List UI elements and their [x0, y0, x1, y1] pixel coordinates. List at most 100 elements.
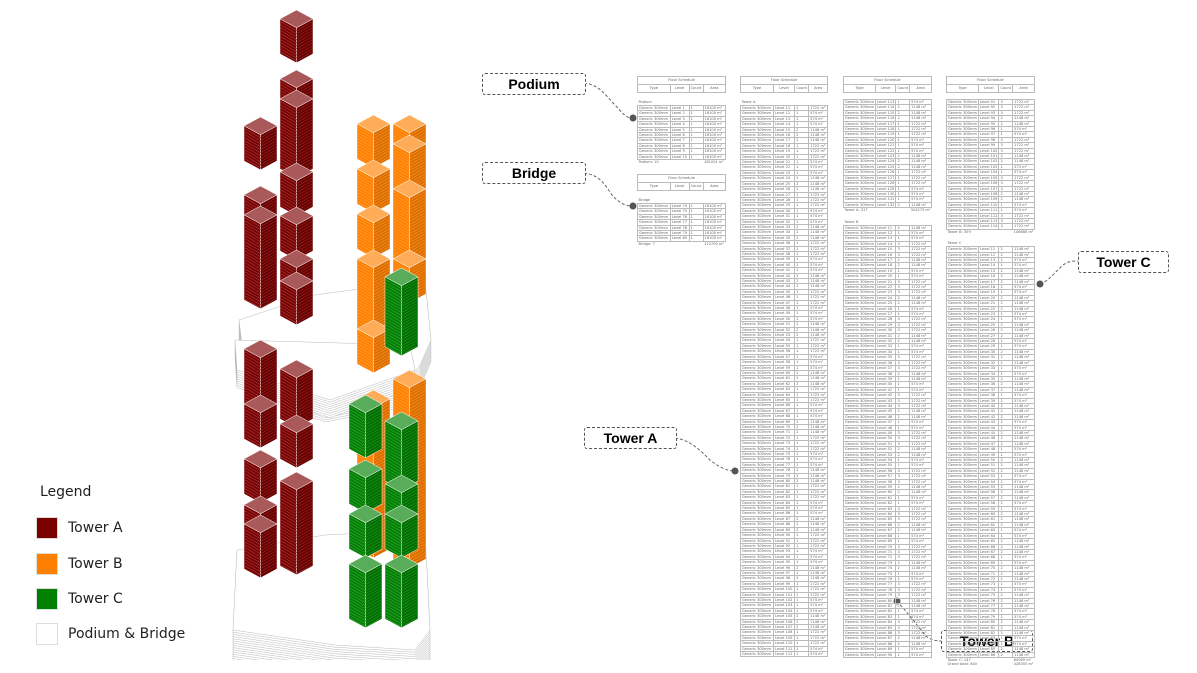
tower-a-block-floor-line	[296, 131, 313, 142]
leader-dot-podium	[629, 114, 637, 122]
tower-a-block-floor-line	[296, 489, 313, 500]
tower-a-block-floor-line	[280, 195, 297, 206]
tower-a-block-floor-line	[280, 227, 297, 238]
column-header: Type	[843, 84, 876, 93]
table-cell: Generic 300mm	[946, 256, 979, 264]
tower-c-block-floor-line	[401, 333, 418, 344]
table-cell: Generic 300mm	[946, 629, 979, 637]
table-cell: 1722 m²	[909, 240, 932, 248]
column-header: Count	[688, 182, 704, 191]
tower-b-block-floor-line	[373, 180, 390, 191]
tower-b-block-floor-line	[393, 393, 410, 404]
spacer-row	[844, 93, 932, 100]
group-label: Tower B	[844, 219, 859, 224]
tower-a-block-floor-line	[280, 189, 297, 200]
tower-c-block-floor-line	[385, 540, 402, 551]
spacer-row	[947, 93, 1035, 100]
table-cell: Level 126	[874, 169, 897, 176]
tower-a-block-floor-line	[296, 289, 313, 300]
table-cell: Level 119	[874, 131, 897, 138]
table-cell: Level 121	[874, 142, 897, 149]
table-cell: Generic 300mm	[843, 575, 876, 583]
table-cell: 1148 m²	[909, 489, 932, 496]
table-cell: 1148 m²	[808, 521, 828, 528]
tower-a-block-floor-line	[244, 541, 261, 552]
tower-c-block-floor-line	[349, 566, 366, 577]
table-cell: 1148 m²	[1012, 386, 1035, 394]
table-cell: Generic 300mm	[740, 505, 774, 512]
tower-a-block-floor-line	[280, 298, 297, 309]
tower-a-block-floor-line	[280, 242, 297, 253]
tower-a-block-floor-line	[260, 256, 277, 267]
tower-b-block-floor-line	[409, 152, 426, 163]
tower-c-block-floor-line	[401, 330, 418, 341]
tower-a-block-floor-line	[280, 122, 297, 133]
tower-b-block-floor-line	[357, 343, 374, 354]
schedule-title: Floor Schedule	[740, 76, 828, 85]
tower-c-block-floor-line	[349, 471, 366, 482]
tower-b-block-floor-line	[357, 240, 374, 251]
tower-b-block-floor-line	[357, 171, 374, 182]
table-cell: 1148 m²	[808, 126, 828, 134]
table-cell: Level 109	[772, 634, 796, 642]
tower-b-block-floor-line	[357, 189, 374, 200]
table-cell: 1722 m²	[909, 246, 932, 253]
table-cell: Level 105	[977, 174, 1000, 182]
tower-b-block-floor-line	[357, 216, 374, 227]
column-header: Type	[637, 84, 671, 93]
table-cell: Generic 300mm	[637, 142, 671, 150]
tower-c-block-floor-line	[349, 540, 366, 551]
table-cell: Generic 300mm	[740, 353, 774, 361]
tower-b-block-floor-line	[393, 405, 410, 416]
tower-c-block-floor-line	[385, 596, 402, 607]
total-area: 112700 m²	[704, 241, 724, 246]
tower-c-block-floor-line	[365, 406, 382, 417]
tower-c-block-floor-line	[401, 432, 418, 443]
tower-a-block-floor-line	[280, 218, 297, 229]
table-cell: Generic 300mm	[740, 375, 774, 382]
tower-c-block-floor-line	[401, 540, 418, 551]
table-cell: 1722 m²	[808, 532, 828, 539]
table-cell: 1722 m²	[909, 467, 932, 475]
legend-label-tower-c: Tower C	[68, 591, 123, 607]
tower-a-block-floor-line	[296, 407, 313, 418]
tower-c-block-floor-line	[401, 486, 418, 497]
tower-c-block-floor-line	[365, 599, 382, 610]
tower-b-block-floor-line	[409, 261, 426, 272]
tower-b-block-floor-line	[357, 270, 374, 281]
table-cell: 1148 m²	[1012, 120, 1035, 128]
tower-c-block-floor-line	[401, 546, 418, 557]
table-cell: 1722 m²	[808, 202, 828, 209]
table-cell: 1148 m²	[1012, 521, 1035, 529]
table-cell: Generic 300mm	[843, 494, 876, 502]
tower-c-block-floor-line	[385, 330, 402, 341]
tower-a-block-floor-line	[280, 540, 297, 551]
table-cell: 574 m²	[909, 267, 932, 275]
group-label: Bridge	[638, 198, 651, 202]
table-cell: 1722 m²	[909, 624, 932, 632]
tower-c-block-floor-line	[401, 297, 418, 308]
table-cell: 1722 m²	[1012, 147, 1035, 155]
table-cell: Generic 300mm	[740, 359, 774, 366]
table-cell: Generic 300mm	[740, 326, 774, 334]
tower-c-block-floor-line	[349, 578, 366, 589]
table-cell: Generic 300mm	[946, 300, 979, 307]
